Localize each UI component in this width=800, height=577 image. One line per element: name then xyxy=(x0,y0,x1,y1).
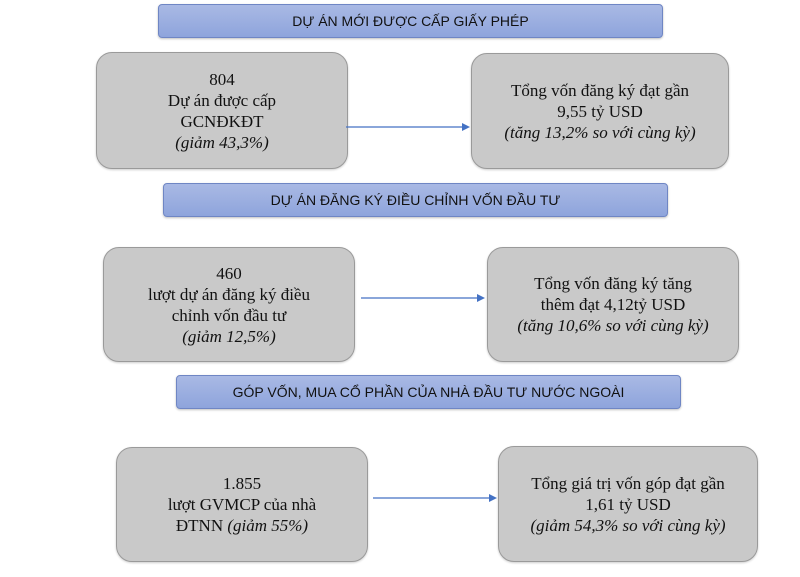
label: Tổng giá trị vốn góp đạt gần xyxy=(531,473,725,493)
section-header-adjusted-projects: DỰ ÁN ĐĂNG KÝ ĐIỀU CHỈNH VỐN ĐẦU TƯ xyxy=(163,183,668,217)
change-note: (giảm 12,5%) xyxy=(182,326,276,346)
change-note: (giảm 55%) xyxy=(227,516,309,535)
section-title: DỰ ÁN MỚI ĐƯỢC CẤP GIẤY PHÉP xyxy=(292,13,529,29)
count: 804 xyxy=(209,69,235,89)
contribution-count-box: 1.855 lượt GVMCP của nhà ĐTNN (giảm 55%) xyxy=(116,447,368,562)
count: 1.855 xyxy=(222,474,262,493)
new-projects-capital-box: Tổng vốn đăng ký đạt gần 9,55 tỷ USD (tă… xyxy=(471,53,729,169)
value: thêm đạt 4,12tỷ USD xyxy=(540,295,686,314)
section-title: DỰ ÁN ĐĂNG KÝ ĐIỀU CHỈNH VỐN ĐẦU TƯ xyxy=(270,192,561,208)
label: GCNĐKĐT xyxy=(180,111,264,131)
arrow-right-icon xyxy=(346,123,470,131)
new-projects-count-box: 804 Dự án được cấp GCNĐKĐT (giảm 43,3%) xyxy=(96,52,348,169)
change-note: (tăng 13,2% so với cùng kỳ) xyxy=(504,122,696,142)
label: lượt GVMCP của nhà xyxy=(167,495,317,514)
value: 1,61 tỷ USD xyxy=(585,494,671,514)
label: lượt dự án đăng ký điều xyxy=(148,284,310,304)
adjusted-capital-box: Tổng vốn đăng ký tăng thêm đạt 4,12tỷ US… xyxy=(487,247,739,362)
arrow-right-icon xyxy=(361,294,485,302)
label: Tổng vốn đăng ký đạt gần xyxy=(511,80,689,100)
change-note: (giảm 54,3% so với cùng kỳ) xyxy=(530,515,726,535)
label: chỉnh vốn đầu tư xyxy=(171,305,287,325)
count: 460 xyxy=(216,263,242,283)
section-header-new-projects: DỰ ÁN MỚI ĐƯỢC CẤP GIẤY PHÉP xyxy=(158,4,663,38)
section-title: GÓP VỐN, MUA CỔ PHẦN CỦA NHÀ ĐẦU TƯ NƯỚC… xyxy=(232,384,625,400)
label: ĐTNN xyxy=(175,516,224,535)
arrow-right-icon xyxy=(373,494,497,502)
contribution-value-box: Tổng giá trị vốn góp đạt gần 1,61 tỷ USD… xyxy=(498,446,758,562)
value: 9,55 tỷ USD xyxy=(557,101,643,121)
label: Tổng vốn đăng ký tăng xyxy=(534,274,692,293)
change-note: (giảm 43,3%) xyxy=(175,132,269,152)
section-header-capital-contribution: GÓP VỐN, MUA CỔ PHẦN CỦA NHÀ ĐẦU TƯ NƯỚC… xyxy=(176,375,681,409)
change-note: (tăng 10,6% so với cùng kỳ) xyxy=(517,316,709,335)
adjusted-projects-count-box: 460 lượt dự án đăng ký điều chỉnh vốn đầ… xyxy=(103,247,355,362)
label: Dự án được cấp xyxy=(167,90,277,110)
